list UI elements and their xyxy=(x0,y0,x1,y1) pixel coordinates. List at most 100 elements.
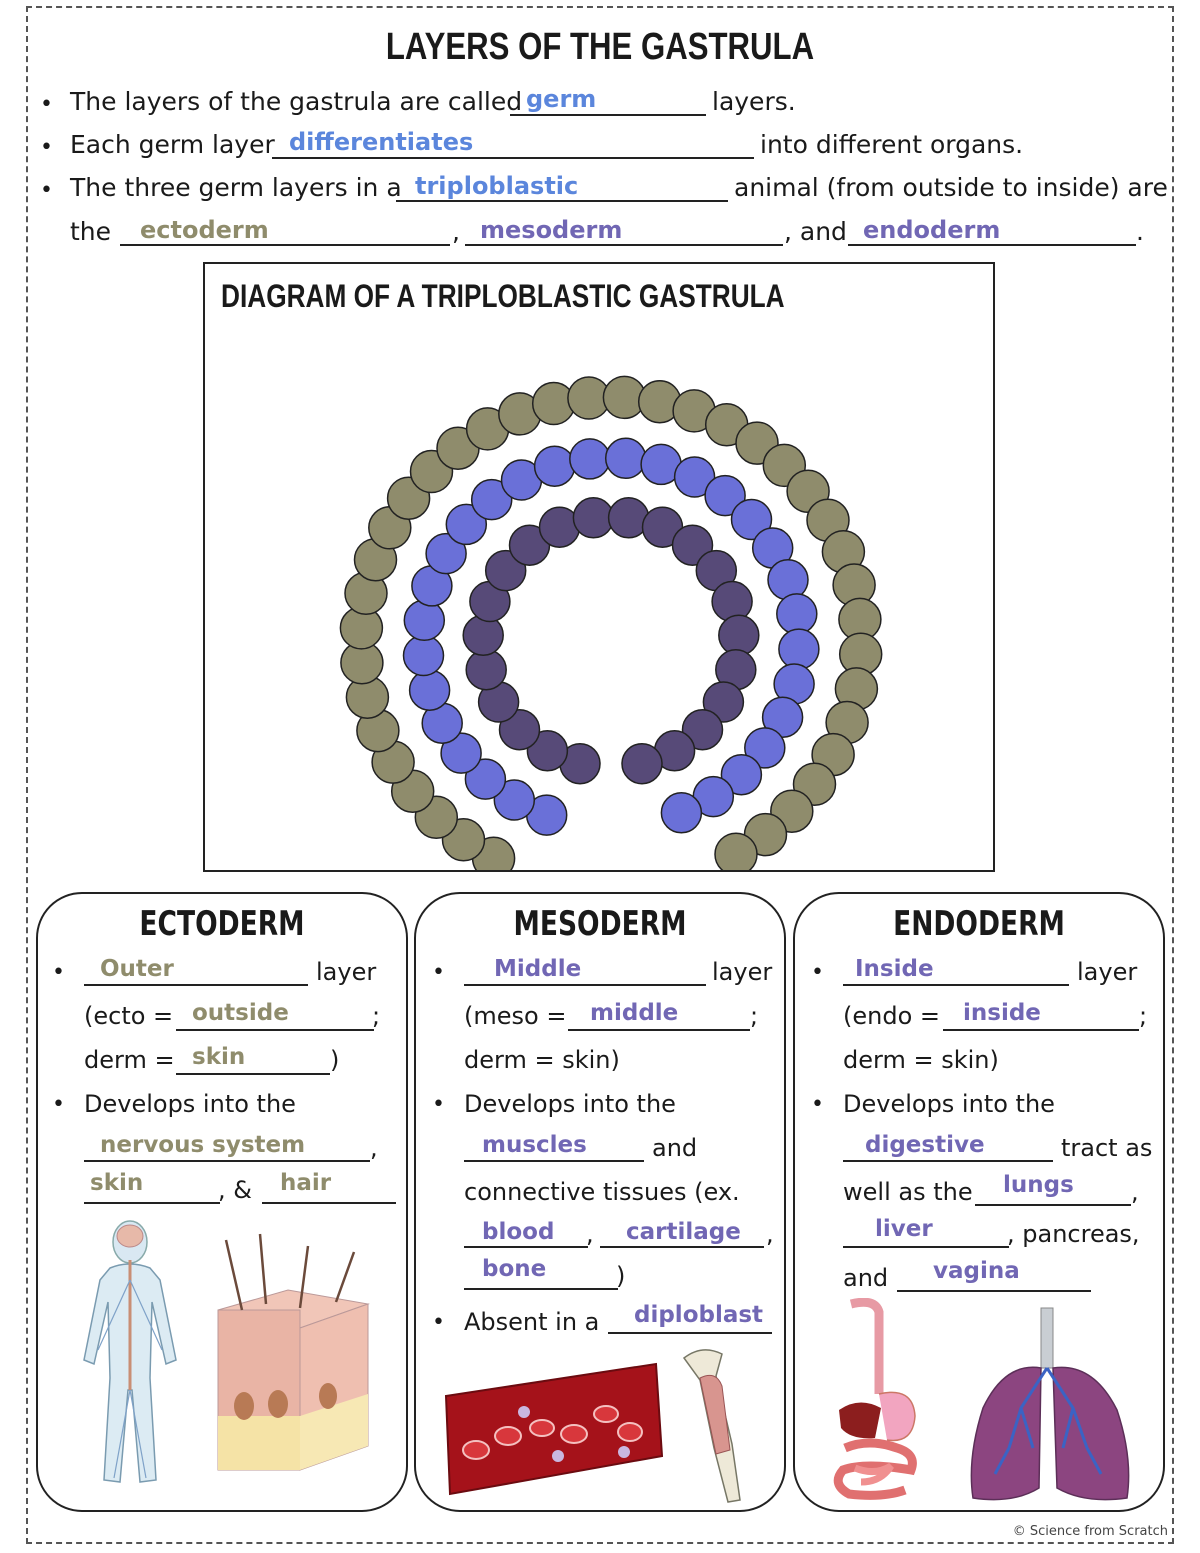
blank-middle2 xyxy=(568,1029,750,1031)
mesoderm-cell xyxy=(445,503,488,546)
answer-muscles: muscles xyxy=(482,1132,587,1158)
ectoderm-layer-text: layer xyxy=(316,958,377,986)
blank-inside2 xyxy=(943,1029,1139,1031)
mesoderm-title: MESODERM xyxy=(513,904,687,944)
blank-mesoderm xyxy=(465,244,783,246)
bullet-dot: • xyxy=(432,960,445,985)
answer-cartilage: cartilage xyxy=(626,1219,741,1245)
meso-absent: Absent in a xyxy=(464,1308,600,1336)
mesoderm-cell xyxy=(425,532,467,575)
lungs-icon xyxy=(970,1307,1130,1501)
blood-vessel-icon xyxy=(444,1362,664,1496)
blank-inside xyxy=(843,984,1069,986)
blank-muscles xyxy=(464,1160,644,1162)
answer-inside2: inside xyxy=(963,1000,1041,1026)
gastrula-illustration xyxy=(339,375,883,870)
answer-hair: hair xyxy=(280,1170,332,1196)
answer-liver: liver xyxy=(875,1216,933,1242)
ecto-eq: (ecto = xyxy=(84,1002,174,1030)
blank-diploblast xyxy=(608,1332,772,1334)
arm-muscle-bone-icon xyxy=(682,1349,741,1503)
nervous-system-and-skin-illustration xyxy=(83,1220,370,1483)
answer-middle2: middle xyxy=(590,1000,679,1026)
mesoderm-cell xyxy=(569,438,611,480)
blank-vagina xyxy=(897,1290,1091,1292)
answer-endoderm: endoderm xyxy=(863,216,1001,244)
intro-line4-the: the xyxy=(70,217,112,246)
endo-semicolon: ; xyxy=(1139,1002,1148,1030)
blank-digestive xyxy=(843,1160,1053,1162)
answer-lungs: lungs xyxy=(1003,1172,1074,1198)
ectoderm-cell xyxy=(714,832,758,870)
blank-middle xyxy=(464,984,706,986)
blank-outside xyxy=(176,1029,374,1031)
mesoderm-cell xyxy=(533,445,576,487)
mesoderm-cell xyxy=(440,732,482,774)
mesoderm-layer-text: layer xyxy=(712,958,773,986)
mesoderm-cell xyxy=(470,478,513,521)
bullet-dot: • xyxy=(40,92,53,117)
gastrula-diagram-box: DIAGRAM OF A TRIPLOBLASTIC GASTRULA xyxy=(203,262,995,872)
answer-ectoderm: ectoderm xyxy=(140,216,269,244)
intro-period: . xyxy=(1136,217,1144,246)
mesoderm-cell xyxy=(660,792,703,834)
worksheet-border xyxy=(26,6,1174,1544)
mesoderm-cell xyxy=(402,634,445,677)
endo-and: and xyxy=(843,1264,889,1292)
mesoderm-panel: MESODERM • Middle layer (meso = middle ;… xyxy=(414,892,786,1512)
endo-derm-skin: derm = skin) xyxy=(843,1046,999,1074)
intro-line1-text: The layers of the gastrula are called xyxy=(70,87,523,116)
blank-bone xyxy=(464,1288,618,1290)
answer-digestive: digestive xyxy=(865,1132,985,1158)
endoderm-cell xyxy=(572,497,615,539)
ectoderm-title: ECTODERM xyxy=(139,904,305,944)
mesoderm-cell xyxy=(704,474,746,517)
meso-comma2: , xyxy=(766,1220,774,1248)
answer-bone: bone xyxy=(482,1256,547,1282)
blank-triploblastic xyxy=(396,200,728,202)
bullet-dot: • xyxy=(432,1310,445,1335)
mesoderm-cell xyxy=(720,753,763,796)
blank-skin2 xyxy=(84,1202,220,1204)
meso-eq: (meso = xyxy=(464,1002,567,1030)
answer-skin: skin xyxy=(192,1044,246,1070)
answer-triploblastic: triploblastic xyxy=(415,172,579,200)
bullet-dot: • xyxy=(432,1092,445,1117)
ecto-semicolon: ; xyxy=(372,1002,381,1030)
answer-middle: Middle xyxy=(494,956,582,982)
diagram-title: DIAGRAM OF A TRIPLOBLASTIC GASTRULA xyxy=(221,278,785,314)
mesoderm-cell xyxy=(767,559,809,601)
meso-develops: Develops into the xyxy=(464,1090,676,1118)
endoderm-cell xyxy=(702,681,745,723)
endo-pancreas: , pancreas, xyxy=(1007,1220,1140,1248)
mesoderm-cell xyxy=(778,628,820,670)
meso-and: and xyxy=(652,1134,698,1162)
answer-mesoderm: mesoderm xyxy=(480,216,623,244)
answer-outside: outside xyxy=(192,1000,289,1026)
bullet-dot: • xyxy=(811,960,824,985)
copyright-credit: © Science from Scratch xyxy=(1012,1524,1168,1539)
intro-line2-end: into different organs. xyxy=(760,130,1024,159)
mesoderm-cell xyxy=(408,669,451,711)
mesoderm-cell xyxy=(403,599,446,642)
blank-lungs xyxy=(975,1204,1131,1206)
meso-connective: connective tissues (ex. xyxy=(464,1178,740,1206)
bullet-dot: • xyxy=(52,1092,65,1117)
intro-line3-text: The three germ layers in a xyxy=(70,173,402,202)
blank-blood xyxy=(464,1246,588,1248)
endoderm-cell xyxy=(711,580,753,623)
mesoderm-cell xyxy=(673,456,716,498)
endoderm-cell xyxy=(681,708,724,751)
intro-line2-text: Each germ layer xyxy=(70,130,275,159)
endo-develops: Develops into the xyxy=(843,1090,1055,1118)
mesoderm-cell xyxy=(744,727,786,769)
blank-liver xyxy=(843,1246,1009,1248)
intro-line1-end: layers. xyxy=(712,87,796,116)
endoderm-panel: ENDODERM • Inside layer (endo = inside ;… xyxy=(793,892,1165,1512)
endo-tract: tract as xyxy=(1061,1134,1153,1162)
digestive-tract-icon xyxy=(833,1298,917,1500)
answer-differentiates: differentiates xyxy=(289,128,474,156)
answer-germ: germ xyxy=(526,85,597,113)
derm-eq: derm = xyxy=(84,1046,175,1074)
blank-cartilage xyxy=(600,1246,764,1248)
